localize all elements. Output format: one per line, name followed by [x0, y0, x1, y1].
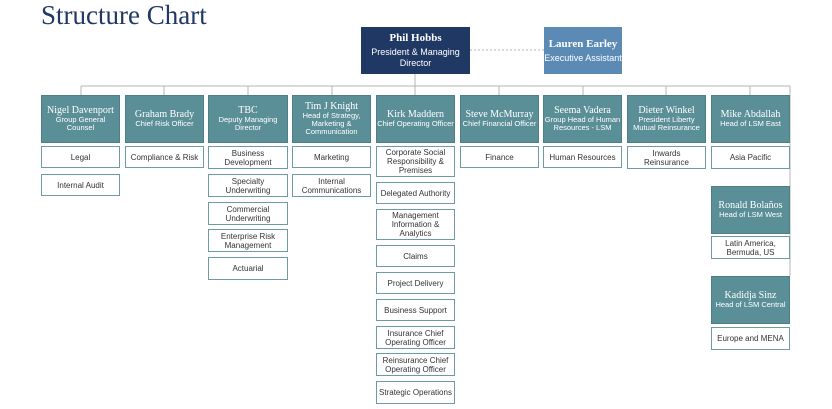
- president-box: Phil Hobbs President & Managing Director: [361, 27, 470, 74]
- head-title: Head of Strategy, Marketing & Communicat…: [302, 111, 361, 136]
- function-project-delivery: Project Delivery: [376, 272, 455, 294]
- function-business-development: Business Development: [208, 146, 288, 169]
- head-nigel-davenport: Nigel Davenport Group General Counsel: [41, 95, 120, 143]
- head-name: Kadidja Sinz: [724, 290, 777, 301]
- head-graham-brady: Graham Brady Chief Risk Officer: [125, 95, 204, 143]
- head-title: Head of LSM East: [720, 119, 781, 128]
- head-title: Deputy Managing Director: [218, 115, 278, 132]
- function-insurance-coo: Insurance Chief Operating Officer: [376, 326, 455, 349]
- head-name: Steve McMurray: [465, 109, 534, 120]
- function-human-resources: Human Resources: [543, 146, 622, 168]
- function-business-support: Business Support: [376, 299, 455, 321]
- function-marketing: Marketing: [292, 146, 371, 168]
- function-claims: Claims: [376, 245, 455, 267]
- head-kadidja-sinz: Kadidja Sinz Head of LSM Central: [711, 276, 790, 324]
- head-name: TBC: [238, 105, 258, 116]
- function-asia-pacific: Asia Pacific: [711, 146, 790, 169]
- assistant-box: Lauren Earley Executive Assistant: [544, 27, 622, 74]
- assistant-title: Executive Assistant: [544, 52, 622, 63]
- function-compliance-risk: Compliance & Risk: [125, 146, 204, 168]
- head-name: Kirk Maddern: [387, 109, 444, 120]
- function-specialty-underwriting: Specialty Underwriting: [208, 174, 288, 197]
- head-title: Group General Counsel: [55, 115, 106, 132]
- function-legal: Legal: [41, 146, 120, 168]
- head-mike-abdallah: Mike Abdallah Head of LSM East: [711, 95, 790, 143]
- head-name: Seema Vadera: [554, 105, 611, 116]
- head-seema-vadera: Seema Vadera Group Head of Human Resourc…: [543, 95, 622, 143]
- head-title: Head of LSM West: [719, 210, 782, 219]
- function-inwards-reinsurance: Inwards Reinsurance: [627, 146, 706, 169]
- head-steve-mcmurray: Steve McMurray Chief Financial Officer: [460, 95, 539, 143]
- head-title: Chief Financial Officer: [462, 119, 537, 128]
- head-name: Mike Abdallah: [720, 109, 781, 120]
- assistant-name: Lauren Earley: [548, 37, 618, 50]
- function-actuarial: Actuarial: [208, 257, 288, 280]
- function-commercial-underwriting: Commercial Underwriting: [208, 202, 288, 225]
- function-finance: Finance: [460, 146, 539, 168]
- head-tbc: TBC Deputy Managing Director: [208, 95, 288, 143]
- function-enterprise-risk-management: Enterprise Risk Management: [208, 229, 288, 252]
- president-name: Phil Hobbs: [389, 32, 442, 44]
- head-tim-j-knight: Tim J Knight Head of Strategy, Marketing…: [292, 95, 371, 143]
- function-internal-audit: Internal Audit: [41, 174, 120, 196]
- function-strategic-operations: Strategic Operations: [376, 381, 455, 404]
- head-name: Tim J Knight: [305, 101, 358, 112]
- head-name: Graham Brady: [134, 109, 195, 120]
- head-name: Ronald Bolaños: [718, 200, 783, 211]
- head-title: Head of LSM Central: [715, 300, 786, 309]
- function-delegated-authority: Delegated Authority: [376, 182, 455, 204]
- function-latin-america-bermuda-us: Latin America, Bermuda, US: [711, 236, 790, 259]
- head-title: President Liberty Mutual Reinsurance: [633, 115, 700, 132]
- function-management-information-analytics: Management Information & Analytics: [376, 209, 455, 240]
- head-title: Group Head of Human Resources - LSM: [544, 115, 621, 132]
- function-europe-mena: Europe and MENA: [711, 327, 790, 350]
- head-ronald-bolanos: Ronald Bolaños Head of LSM West: [711, 186, 790, 234]
- president-title: President & Managing Director: [371, 47, 460, 68]
- head-name: Dieter Winkel: [638, 105, 695, 116]
- head-title: Chief Risk Officer: [135, 119, 194, 128]
- head-kirk-maddern: Kirk Maddern Chief Operating Officer: [376, 95, 455, 143]
- function-reinsurance-coo: Reinsurance Chief Operating Officer: [376, 353, 455, 376]
- head-name: Nigel Davenport: [47, 105, 114, 116]
- head-title: Chief Operating Officer: [377, 119, 454, 128]
- page-title: Structure Chart: [41, 0, 207, 30]
- function-csr-premises: Corporate Social Responsibility & Premis…: [376, 146, 455, 177]
- head-dieter-winkel: Dieter Winkel President Liberty Mutual R…: [627, 95, 706, 143]
- function-internal-communications: Internal Communications: [292, 174, 371, 197]
